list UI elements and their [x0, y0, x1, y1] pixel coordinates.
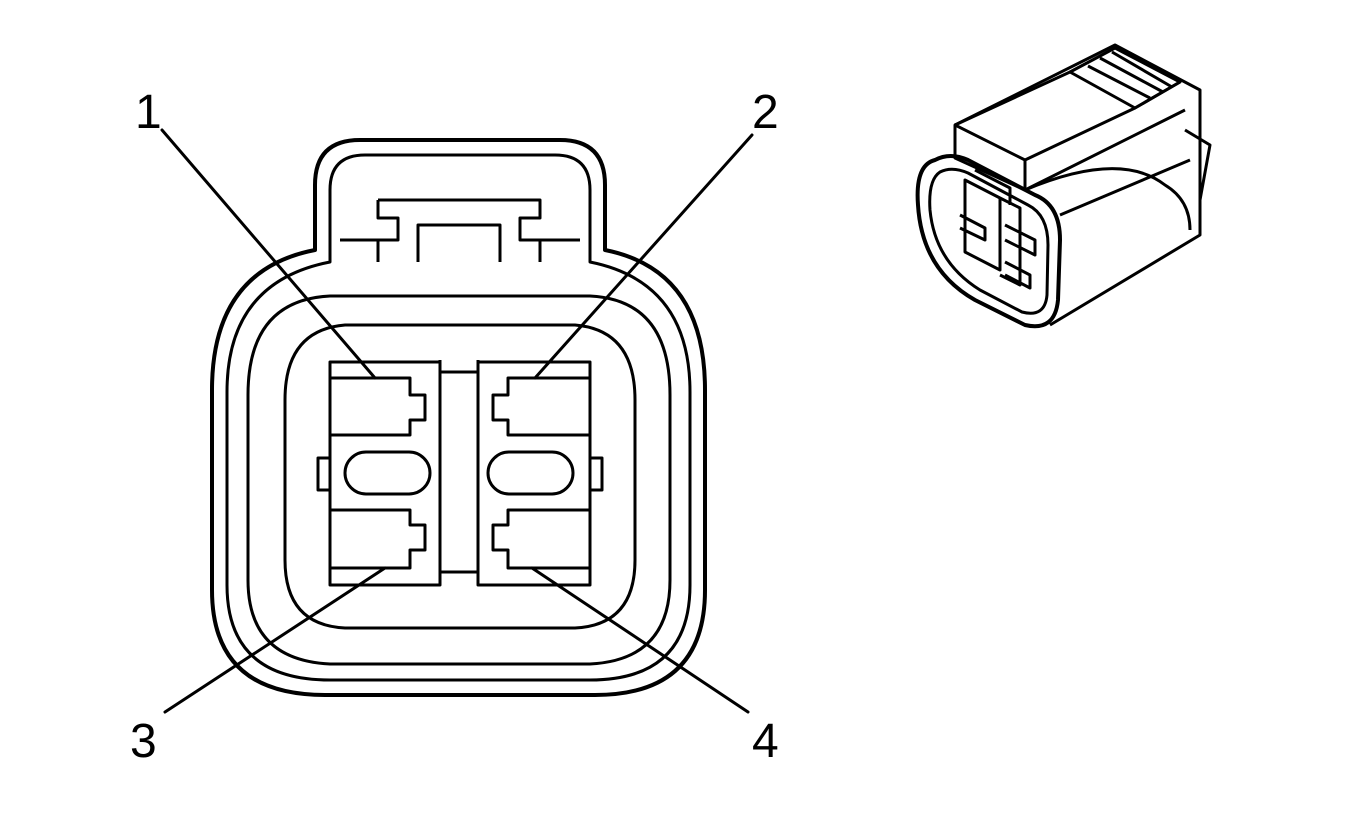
- center-divider: [438, 360, 480, 585]
- body-curve: [1024, 128, 1212, 231]
- seal-ring: [246, 294, 672, 666]
- leader-line-4: [530, 566, 750, 714]
- face-recess: [283, 323, 637, 630]
- front-face-inner: [928, 167, 1050, 315]
- connector-body-side: [954, 43, 1202, 327]
- cavity-label-1: 1: [135, 86, 162, 139]
- right-terminal-block: [476, 360, 604, 587]
- left-terminal-block: [316, 360, 442, 587]
- cavity-label-4: 4: [752, 715, 779, 768]
- leader-line-2: [533, 133, 754, 380]
- leader-line-3: [163, 566, 387, 714]
- left-latch-slot: [343, 450, 432, 496]
- front-terminals: [959, 168, 1037, 290]
- cavity-label-3: 3: [130, 715, 157, 768]
- latch-feature: [340, 198, 580, 262]
- connector-face-view: 1 2 3 4: [130, 86, 779, 768]
- lock-tab: [1068, 46, 1182, 110]
- cavity-label-2: 2: [752, 86, 779, 139]
- leader-line-1: [160, 128, 377, 380]
- housing-inner-outline: [225, 153, 692, 682]
- connector-perspective-view: [915, 43, 1212, 329]
- housing-outer-outline: [210, 138, 707, 697]
- right-latch-slot: [486, 450, 575, 496]
- front-face-outline: [915, 154, 1062, 329]
